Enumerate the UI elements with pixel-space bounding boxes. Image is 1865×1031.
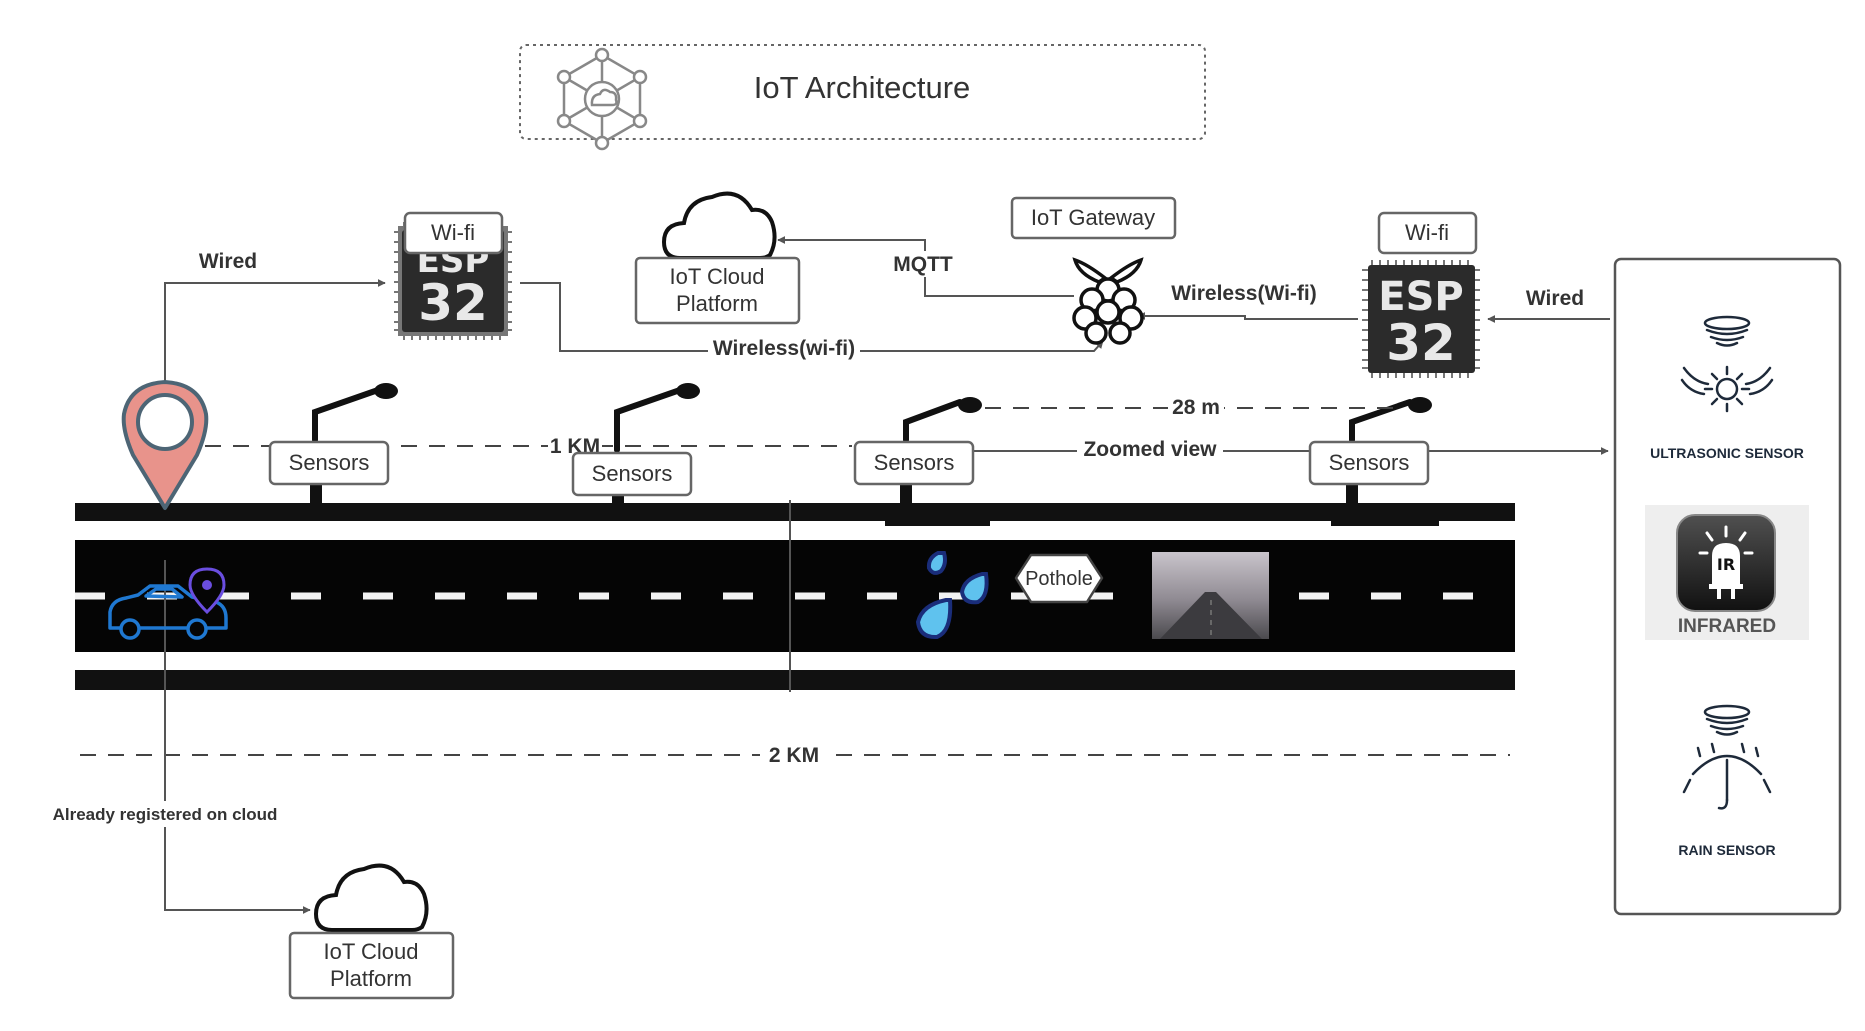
mqtt-label: MQTT — [893, 253, 953, 276]
sensor-box-label: Sensors — [1329, 450, 1410, 475]
wireless-left-label: Wireless(wi-fi) — [713, 337, 855, 360]
map-pin-icon — [121, 380, 209, 510]
esp32-right-line1: ESP — [1378, 274, 1463, 320]
sensor-panel: ULTRASONIC SENSOR IR INFRARED — [1613, 257, 1842, 916]
wireless-right-edge — [1137, 312, 1358, 320]
ultrasonic-sensor-label: ULTRASONIC SENSOR — [1650, 445, 1804, 461]
pothole-label: Pothole — [1025, 568, 1093, 590]
raspberry-pi-icon — [1072, 257, 1144, 345]
location-pin-icon — [188, 567, 226, 615]
sensor-box-4: Sensors — [1308, 440, 1430, 486]
already-registered-label: Already registered on cloud — [53, 805, 278, 824]
wifi-left-label: Wi-fi — [431, 220, 475, 245]
sensor-box-label: Sensors — [874, 450, 955, 475]
ultrasonic-sensor-icon — [1680, 315, 1774, 413]
cloud-top-line1: IoT Cloud — [670, 264, 765, 289]
wired-left-label: Wired — [199, 250, 257, 273]
sensor-box-3: Sensors — [853, 440, 975, 486]
car-icon — [108, 584, 228, 640]
diagram-title: IoT Architecture — [754, 70, 971, 105]
cloud-top: IoT Cloud Platform — [634, 191, 801, 325]
esp32-chip-icon: ESP 32 — [1362, 260, 1480, 378]
esp32-chip-left: ESP 32 Wi-fi — [394, 211, 512, 340]
rain-sensor-label: RAIN SENSOR — [1678, 842, 1775, 858]
wired-right-label: Wired — [1526, 287, 1584, 310]
esp32-chip-right: ESP 32 Wi-fi — [1362, 211, 1480, 378]
gateway-label: IoT Gateway — [1031, 205, 1155, 230]
network-hub-icon — [556, 47, 648, 151]
cloud-top-line2: Platform — [676, 291, 758, 316]
water-drop-icon — [915, 551, 989, 640]
cloud-icon — [313, 863, 429, 932]
wifi-right-label: Wi-fi — [1405, 220, 1449, 245]
wired-left-edge — [164, 279, 386, 382]
iot-gateway: IoT Gateway — [1010, 196, 1177, 345]
sensor-box-1: Sensors — [268, 440, 390, 486]
esp32-right-line2: 32 — [1386, 314, 1456, 372]
fog-road-image — [1152, 552, 1269, 639]
sensor-box-label: Sensors — [592, 461, 673, 486]
cloud-icon — [661, 191, 777, 260]
cloud-bottom: IoT Cloud Platform — [288, 863, 455, 1000]
zoomed-view-label: Zoomed view — [1083, 438, 1217, 461]
esp32-left-line2: 32 — [418, 274, 488, 332]
registered-edge — [164, 560, 311, 914]
infrared-sensor-label: INFRARED — [1678, 616, 1776, 637]
distance-2km: 2 KM — [769, 744, 819, 767]
cloud-bottom-line1: IoT Cloud — [324, 939, 419, 964]
road — [75, 500, 1515, 692]
wireless-right-label: Wireless(Wi-fi) — [1171, 282, 1316, 305]
infrared-badge-text: IR — [1717, 555, 1735, 574]
title-box: IoT Architecture — [519, 44, 1206, 151]
cloud-bottom-line2: Platform — [330, 966, 412, 991]
sensor-box-2: Sensors — [571, 451, 693, 497]
wireless-left-edge — [520, 282, 1104, 352]
pothole-node: Pothole — [1014, 553, 1104, 604]
sensor-box-label: Sensors — [289, 450, 370, 475]
rain-sensor-icon — [1682, 704, 1772, 810]
distance-28m: 28 m — [1172, 396, 1220, 419]
infrared-sensor-icon: IR — [1645, 505, 1809, 640]
